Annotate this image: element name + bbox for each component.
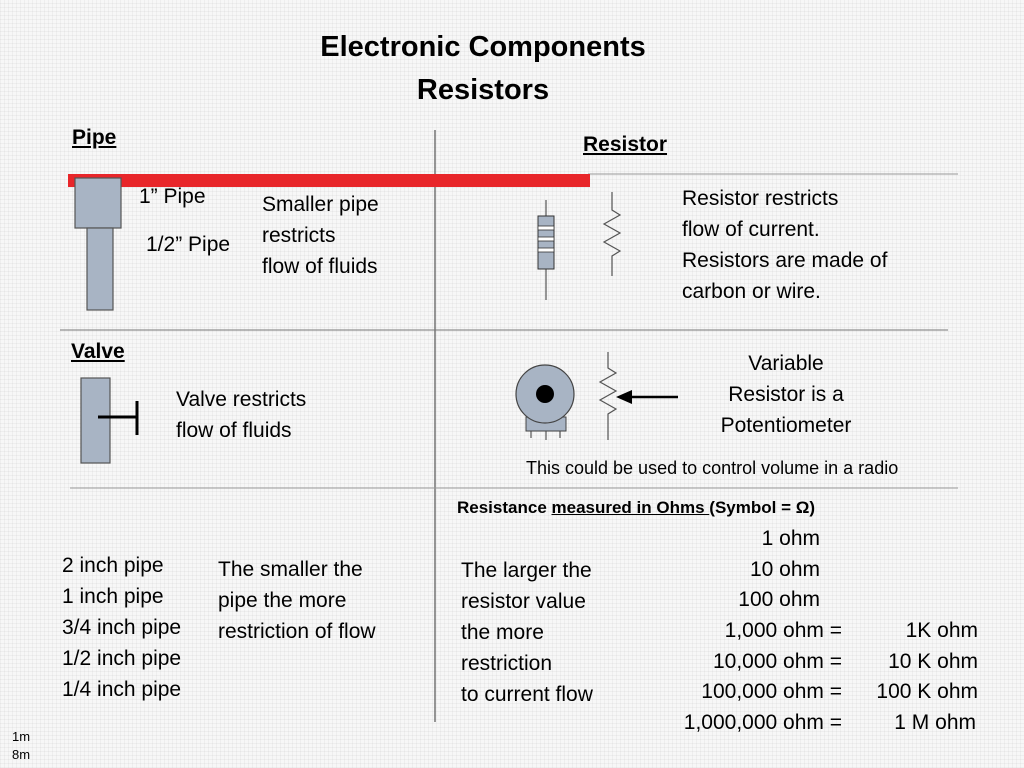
resistance-heading-underlined: measured in Ohms	[551, 498, 710, 517]
metric-value: 1 M ohm	[894, 711, 976, 734]
page-title: Electronic Components	[320, 31, 646, 63]
ohm-value-row: 100 ohm	[738, 588, 820, 611]
pipe-1inch-label: 1” Pipe	[139, 185, 206, 208]
pipe-heading: Pipe	[72, 126, 117, 149]
resistor-explanation: The larger the resistor value the more r…	[461, 559, 593, 706]
list-item: 3/4 inch pipe	[62, 616, 182, 639]
pipe-description: Smaller pipe restricts flow of fluids	[262, 193, 379, 278]
footer-line-1: 1m	[12, 729, 31, 744]
ohm-value-row: 1 ohm	[761, 527, 820, 550]
resistance-heading-symbol: (Symbol = Ω)	[709, 498, 816, 517]
potentiometer-component-icon	[515, 364, 575, 440]
valve-icon	[80, 377, 139, 464]
ohm-value-row: 1,000 ohm =	[724, 619, 842, 642]
ohm-value-row: 10,000 ohm =	[712, 650, 842, 673]
pipe-sizes-list: 2 inch pipe 1 inch pipe 3/4 inch pipe 1/…	[62, 550, 181, 705]
list-item: 1 inch pipe	[62, 585, 164, 608]
pipe-halfinch-label: 1/2” Pipe	[146, 233, 231, 256]
pipe-explanation: The smaller the pipe the more restrictio…	[218, 558, 376, 643]
resistor-heading: Resistor	[583, 133, 668, 156]
metric-value: 100 K ohm	[876, 680, 978, 703]
valve-heading: Valve	[71, 340, 125, 363]
variable-resistor-symbol-icon	[598, 352, 618, 440]
wiper-arrow-icon	[616, 390, 678, 404]
resistor-component-icon	[537, 200, 555, 300]
resistor-description: Resistor restricts flow of current. Resi…	[682, 187, 888, 303]
ohm-value-row: 100,000 ohm =	[701, 680, 842, 703]
radio-volume-note: This could be used to control volume in …	[526, 458, 899, 478]
valve-description: Valve restricts flow of fluids	[176, 388, 307, 442]
resistance-heading-prefix: Resistance	[457, 498, 552, 517]
footer-line-2: 8m	[12, 747, 31, 762]
metric-value: 1K ohm	[905, 619, 978, 642]
list-item: 1/2 inch pipe	[62, 647, 182, 670]
red-accent-bar	[68, 174, 590, 187]
list-item: 2 inch pipe	[62, 554, 164, 577]
ohm-value-row: 10 ohm	[749, 558, 820, 581]
pipe-icon	[74, 177, 122, 311]
variable-resistor-description: Variable Resistor is a Potentiometer	[720, 352, 852, 437]
ohm-value-row: 1,000,000 ohm =	[683, 711, 842, 734]
resistance-heading: Resistance measured in Ohms (Symbol = Ω)	[457, 498, 815, 518]
metric-value: 10 K ohm	[888, 650, 978, 673]
resistor-symbol-icon	[602, 192, 622, 276]
page-subtitle: Resistors	[416, 74, 550, 106]
list-item: 1/4 inch pipe	[62, 678, 182, 701]
ohm-values-table: 1 ohm 10 ohm 100 ohm 1,000 ohm = 10,000 …	[630, 527, 980, 747]
